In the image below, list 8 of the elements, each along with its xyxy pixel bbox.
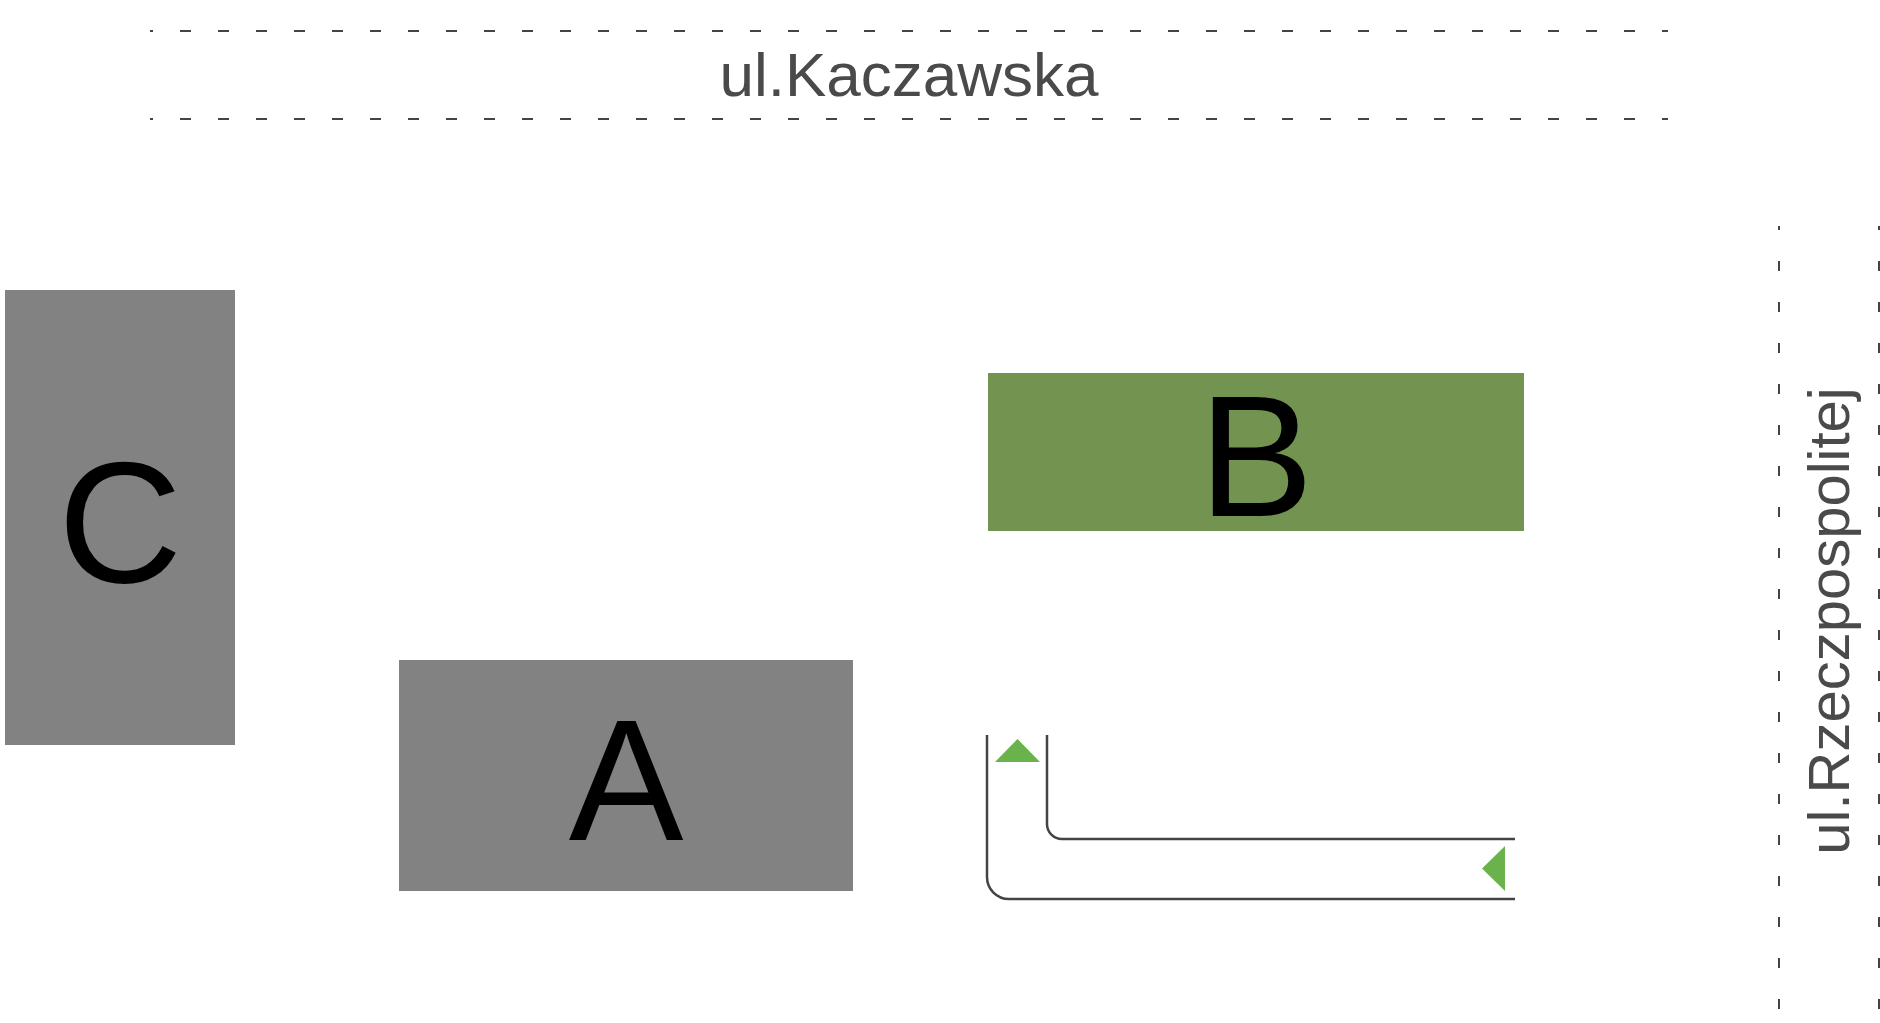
street-name: ul.Kaczawska [719, 39, 1099, 111]
building-block [5, 290, 235, 745]
building-label: A [568, 701, 684, 850]
building-label: C [57, 443, 183, 592]
building-label: B [1198, 378, 1314, 526]
building-block [399, 660, 853, 891]
street-name: ul.Rzeczpospolitej [1795, 387, 1862, 855]
building-block [988, 373, 1524, 531]
